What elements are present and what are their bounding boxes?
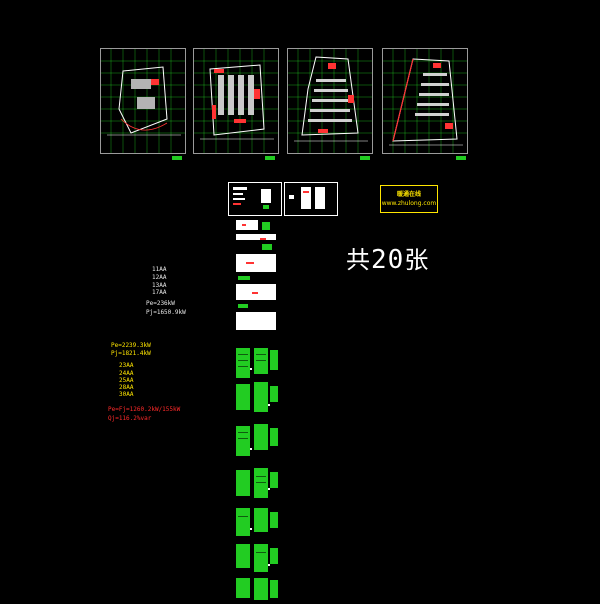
index-sheet-2[interactable]	[284, 182, 338, 216]
floor-plan-1[interactable]	[100, 48, 186, 154]
logo-stamp: 暖通在线 www.zhulong.com	[380, 185, 438, 213]
yellow-note-7: 30AA	[119, 391, 134, 398]
index-sheet-2-drawing	[289, 187, 325, 209]
yellow-note-6: 28AA	[119, 384, 134, 391]
yellow-note-4: 24AA	[119, 370, 134, 377]
index-sheet-1[interactable]	[228, 182, 282, 216]
red-note-2: Qj=116.2%var	[108, 415, 152, 422]
white-note-1: 11AA	[152, 266, 167, 273]
logo-line-2: www.zhulong.com	[381, 200, 437, 207]
plan-2-tag	[265, 156, 275, 160]
white-note-2: 12AA	[152, 274, 167, 281]
logo-line-1: 暖通在线	[396, 191, 421, 198]
floor-plan-4[interactable]	[382, 48, 468, 154]
white-note-3: 13AA	[152, 282, 167, 289]
drawing-count-prefix: 共	[346, 246, 371, 274]
yellow-note-3: 23AA	[119, 362, 134, 369]
floor-plan-1-drawing	[101, 49, 185, 153]
drawing-count-suffix: 张	[404, 246, 430, 274]
floor-plan-3[interactable]	[287, 48, 373, 154]
red-note-1: Pe=Fj=1260.2kW/155kW	[108, 406, 181, 413]
white-note-4: 17AA	[152, 289, 167, 296]
yellow-note-1: Pe=2239.3kW	[111, 342, 151, 349]
yellow-note-5: 25AA	[119, 377, 134, 384]
plan-4-tag	[456, 156, 466, 160]
drawing-count-label: 共20张	[346, 240, 429, 275]
plan-1-tag	[172, 156, 182, 160]
floor-plan-3-drawing	[288, 49, 372, 153]
index-sheet-1-drawing	[233, 187, 271, 209]
floor-plan-2[interactable]	[193, 48, 279, 154]
plan-3-tag	[360, 156, 370, 160]
floor-plan-4-drawing	[383, 49, 467, 153]
drawing-sheet-column	[232, 218, 282, 600]
floor-plan-2-drawing	[194, 49, 278, 153]
yellow-note-2: Pj=1821.4kW	[111, 350, 151, 357]
white-note-6: Pj=1650.9kW	[146, 309, 186, 316]
drawing-count-number: 20	[371, 245, 405, 275]
white-note-5: Pe=236kW	[146, 300, 175, 307]
drawing-sheet-column-graphic	[236, 220, 278, 600]
